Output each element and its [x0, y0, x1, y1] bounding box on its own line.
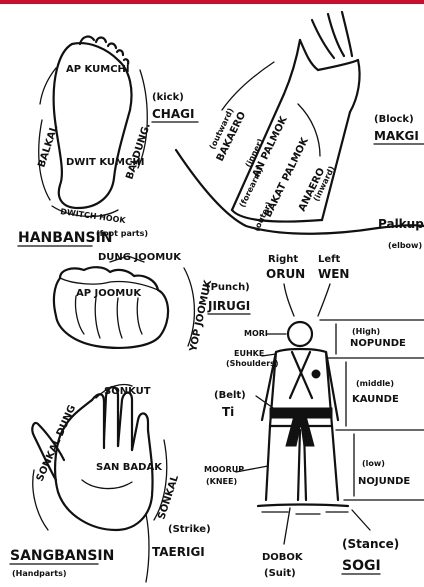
kick-note: (kick) — [152, 92, 184, 103]
stance-note: (Stance) — [342, 537, 399, 551]
dobok-pointer — [284, 508, 290, 544]
foot-parts-note: (foot parts) — [96, 229, 148, 238]
fist-drawing — [54, 256, 168, 348]
sonkal-dung-label: SONKAL DUNG — [35, 403, 79, 483]
low-note: (low) — [362, 459, 385, 468]
wen-term: WEN — [318, 267, 349, 281]
san-badak-label: SAN BADAK — [96, 462, 163, 473]
stance-pointer — [352, 510, 370, 530]
suit-note: (Suit) — [264, 568, 296, 579]
ap-joomuk-label: AP JOOMUK — [76, 288, 142, 299]
eulkke-label: EUHKE — [234, 349, 264, 358]
orun-term: ORUN — [266, 267, 305, 281]
makgi-term: MAKGI — [374, 129, 419, 143]
strike-bracket — [146, 514, 149, 582]
right-arrow — [284, 284, 294, 316]
chagi-term: CHAGI — [152, 107, 194, 121]
sonkal-label: SONKAL — [156, 473, 181, 521]
nojunde-term: NOJUNDE — [358, 476, 410, 487]
hand-parts-note: (Handparts) — [12, 569, 66, 578]
jirugi-term: JIRUGI — [207, 299, 250, 313]
mori-label: MORI — [244, 329, 268, 338]
baldung-label: BALDUNG. — [124, 122, 153, 181]
shoulders-note: (Shoulders) — [226, 359, 279, 368]
elbow-note: (elbow) — [388, 241, 422, 250]
middle-note: (middle) — [356, 379, 394, 388]
ap-kumchi-label: AP KUMCHI — [66, 64, 130, 75]
belt-note: (Belt) — [214, 390, 246, 401]
block-note: (Block) — [374, 114, 414, 125]
kaunde-term: KAUNDE — [352, 394, 399, 405]
punch-note: (Punch) — [206, 282, 250, 293]
sangbansin-title: SANGBANSIN — [10, 548, 114, 564]
left-arrow — [318, 284, 330, 316]
person-figure — [258, 322, 348, 514]
right-label: Right — [268, 254, 298, 265]
moorup-label: MOORUP — [204, 465, 244, 474]
strike-note: (Strike) — [168, 524, 211, 535]
palkup-term: Palkup — [378, 217, 424, 231]
left-label: Left — [318, 254, 341, 265]
nopunde-term: NOPUNDE — [350, 338, 406, 349]
sonkut-label: SONKUT — [104, 386, 151, 397]
sogi-term: SOGI — [342, 558, 381, 574]
high-note: (High) — [352, 327, 380, 336]
taerigi-term: TAERIGI — [152, 545, 205, 559]
dung-joomuk-label: DUNG JOOMUK — [98, 252, 182, 263]
dwitch-hook-label: DWITCH HOOK — [60, 207, 127, 225]
dobok-term: DOBOK — [262, 552, 304, 563]
knee-note: (KNEE) — [206, 477, 237, 486]
ti-term: Ti — [222, 405, 234, 419]
dwit-kumchi-label: DWIT KUMCHI — [66, 157, 144, 168]
